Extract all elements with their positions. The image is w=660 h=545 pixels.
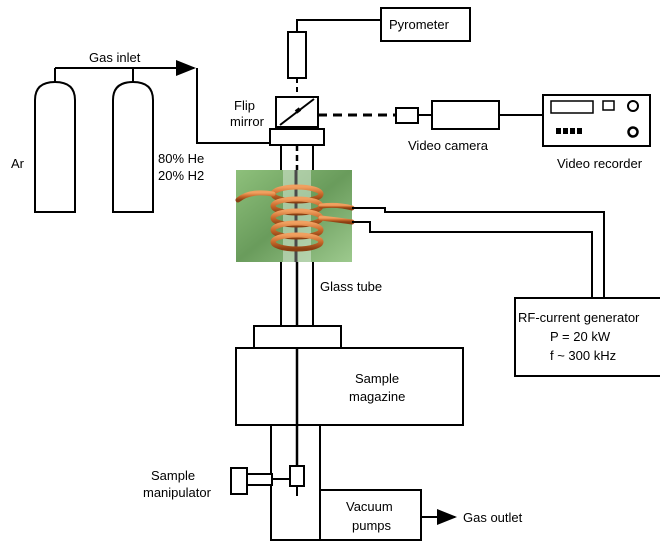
rf-lead-lower <box>352 222 592 298</box>
video-camera-body <box>432 101 499 129</box>
sample-manipulator-label-1: Sample <box>151 468 195 483</box>
flip-mirror-label-2: mirror <box>230 114 265 129</box>
manipulator-body <box>247 474 272 485</box>
video-recorder-label: Video recorder <box>557 156 643 171</box>
sample-manipulator-label-2: manipulator <box>143 485 212 500</box>
pyrometer-lens <box>288 32 306 78</box>
video-camera-label: Video camera <box>408 138 489 153</box>
sample-magazine-label-1: Sample <box>355 371 399 386</box>
rf-generator-label-2: P = 20 kW <box>550 329 611 344</box>
pyrometer-label: Pyrometer <box>389 17 450 32</box>
vacuum-pumps-label-1: Vacuum <box>346 499 393 514</box>
manipulator-handle <box>231 468 247 494</box>
ar-label: Ar <box>11 156 25 171</box>
sample-magazine-box <box>236 348 463 425</box>
rf-generator-label-1: RF-current generator <box>518 310 640 325</box>
glass-tube-label: Glass tube <box>320 279 382 294</box>
video-recorder <box>543 95 650 146</box>
he-label-1: 80% He <box>158 151 204 166</box>
vacuum-pumps-label-2: pumps <box>352 518 392 533</box>
he-h2-cylinder <box>113 68 153 212</box>
gas-outlet-label: Gas outlet <box>463 510 523 525</box>
camera-lens <box>396 108 418 123</box>
rf-lead-upper <box>352 208 604 298</box>
flip-mirror-label-1: Flip <box>234 98 255 113</box>
ar-cylinder <box>35 68 75 212</box>
he-label-2: 20% H2 <box>158 168 204 183</box>
pyrometer-cable <box>297 20 381 32</box>
induction-coil-photo <box>236 170 352 262</box>
gas-inlet-label: Gas inlet <box>89 50 141 65</box>
mirror-flange <box>270 129 324 145</box>
magazine-flange <box>254 326 341 348</box>
rf-generator-label-3: f ~ 300 kHz <box>550 348 616 363</box>
sample-holder <box>290 466 304 486</box>
sample-magazine-label-2: magazine <box>349 389 405 404</box>
